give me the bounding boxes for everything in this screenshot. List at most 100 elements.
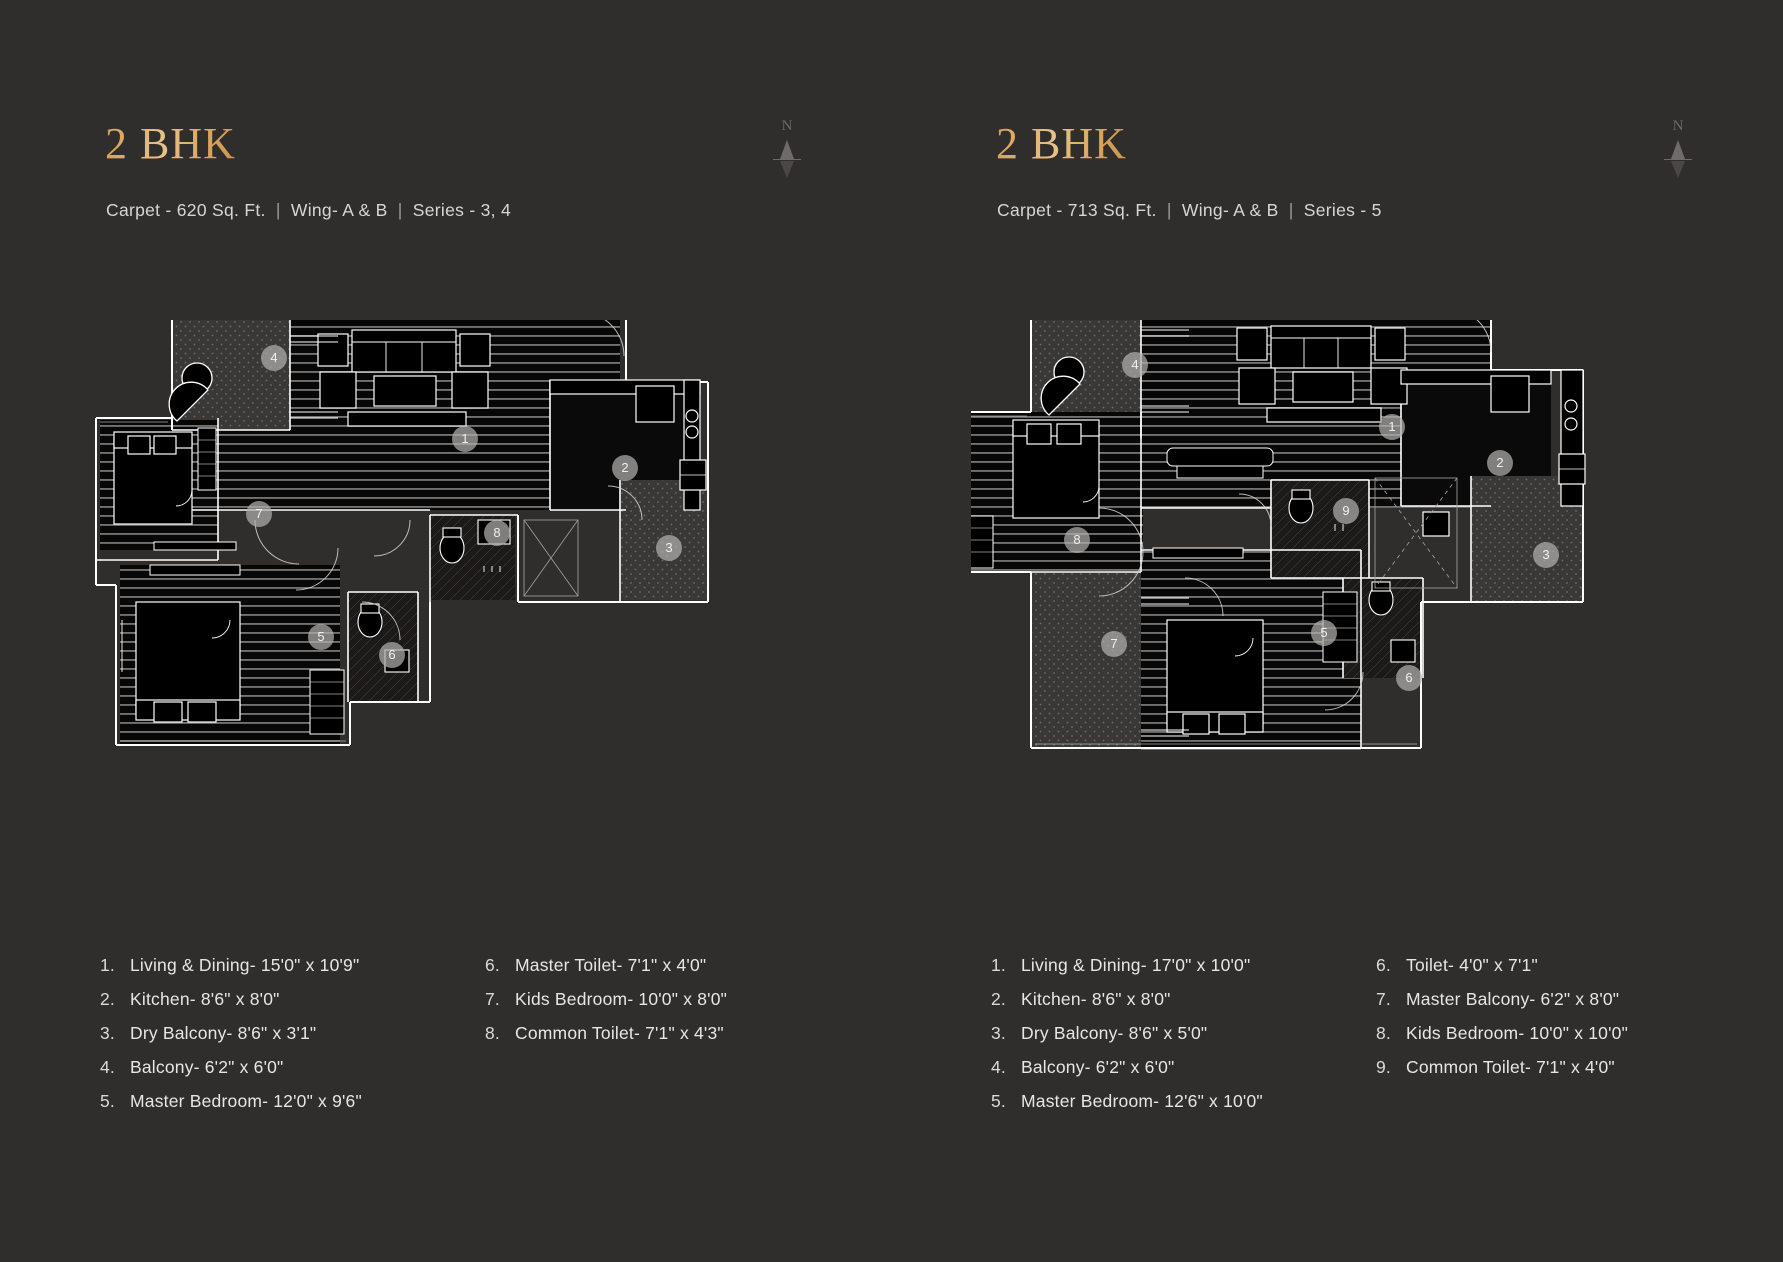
subtitle-separator: | — [397, 200, 403, 220]
room-number-marker: 2 — [612, 455, 638, 481]
legend-item-number: 5. — [100, 1091, 115, 1111]
legend-item: 6.Toilet- 4'0" x 7'1" — [1376, 955, 1746, 989]
room-number-marker: 6 — [379, 642, 405, 668]
legend-item-label: Kitchen- 8'6" x 8'0" — [1021, 989, 1171, 1009]
plan-subtitle-right: Carpet - 713 Sq. Ft. | Wing- A & B | Ser… — [997, 200, 1382, 221]
room-number-marker: 3 — [1533, 542, 1559, 568]
compass-bar-icon — [1664, 159, 1692, 160]
legend-column-2-right: 6.Toilet- 4'0" x 7'1"7. Master Balcony- 6… — [1376, 955, 1746, 1091]
compass-bar-icon — [773, 159, 801, 160]
room-number-marker: 8 — [484, 520, 510, 546]
page-title-left: 2 BHK — [105, 119, 236, 168]
north-compass-right: N — [1661, 118, 1695, 180]
legend-item-number: 4. — [991, 1057, 1006, 1077]
subtitle-separator: | — [1166, 200, 1172, 220]
room-number-marker: 4 — [261, 345, 287, 371]
room-number-marker: 5 — [1311, 620, 1337, 646]
legend-item-number: 7. — [1376, 989, 1391, 1009]
legend-item-number: 6. — [1376, 955, 1391, 975]
legend-item-label: Master Bedroom- 12'6" x 10'0" — [1021, 1091, 1263, 1111]
legend-item: 3.Dry Balcony- 8'6" x 3'1" — [100, 1023, 480, 1057]
north-compass-left: N — [770, 118, 804, 180]
legend-item: 3. Dry Balcony- 8'6" x 5'0" — [991, 1023, 1371, 1057]
legend-item: 2. Kitchen- 8'6" x 8'0" — [991, 989, 1371, 1023]
legend-item-number: 6. — [485, 955, 500, 975]
legend-column-1-left: 1. Living & Dining- 15'0" x 10'9" 2. Kitche… — [100, 955, 480, 1125]
room-number-marker: 1 — [452, 426, 478, 452]
room-number-marker: 5 — [308, 624, 334, 650]
room-number-marker: 2 — [1487, 450, 1513, 476]
legend-item: 5. Master Bedroom- 12'6" x 10'0" — [991, 1091, 1371, 1125]
legend-item-number: 3. — [100, 1023, 115, 1043]
legend-item-number: 5. — [991, 1091, 1006, 1111]
legend-item: 7. Kids Bedroom- 10'0" x 8'0" — [485, 989, 855, 1023]
wing-label-left: Wing- A & B — [290, 200, 388, 220]
room-number-marker: 8 — [1064, 527, 1090, 553]
wing-label-right: Wing- A & B — [1181, 200, 1279, 220]
legend-item: 4. Balcony- 6'2" x 6'0" — [991, 1057, 1371, 1091]
legend-item-number: 1. — [100, 955, 115, 975]
legend-item-number: 9. — [1376, 1057, 1391, 1077]
legend-column-1-right: 1. Living & Dining- 17'0" x 10'0" 2. Kitche… — [991, 955, 1371, 1125]
legend-item-label: Common Toilet- 7'1" x 4'0" — [1406, 1057, 1615, 1077]
legend-item-label: Living & Dining- 15'0" x 10'9" — [130, 955, 360, 975]
room-number-marker: 9 — [1333, 498, 1359, 524]
legend-item: 8. Common Toilet- 7'1" x 4'3" — [485, 1023, 855, 1057]
carpet-area-left: Carpet - 620 Sq. Ft. — [106, 200, 266, 220]
legend-item-number: 1. — [991, 955, 1006, 975]
compass-down-arrow-icon — [780, 161, 794, 178]
legend-item-number: 2. — [991, 989, 1006, 1009]
legend-item: 7. Master Balcony- 6'2" x 8'0" — [1376, 989, 1746, 1023]
legend-item-number: 8. — [1376, 1023, 1391, 1043]
legend-item-label: Master Toilet- 7'1" x 4'0" — [515, 955, 707, 975]
legend-item: 2. Kitchen- 8'6" x 8'0" — [100, 989, 480, 1023]
compass-up-arrow-icon — [1671, 140, 1685, 159]
legend-item-number: 2. — [100, 989, 115, 1009]
legend-item-label: Dry Balcony- 8'6" x 5'0" — [1021, 1023, 1208, 1043]
room-number-marker: 4 — [1122, 352, 1148, 378]
legend-item-label: Kitchen- 8'6" x 8'0" — [130, 989, 280, 1009]
room-number-marker: 7 — [246, 501, 272, 527]
compass-up-arrow-icon — [780, 140, 794, 159]
legend-item: 9. Common Toilet- 7'1" x 4'0" — [1376, 1057, 1746, 1091]
legend-item-label: Kids Bedroom- 10'0" x 8'0" — [515, 989, 728, 1009]
room-number-marker: 3 — [656, 535, 682, 561]
legend-item: 4. Balcony- 6'2" x 6'0" — [100, 1057, 480, 1091]
carpet-area-right: Carpet - 713 Sq. Ft. — [997, 200, 1157, 220]
legend-item-label: Balcony- 6'2" x 6'0" — [1021, 1057, 1175, 1077]
legend-item: 5. Master Bedroom- 12'0" x 9'6" — [100, 1091, 480, 1125]
legend-item: 1. Living & Dining- 17'0" x 10'0" — [991, 955, 1371, 989]
legend-column-2-left: 6. Master Toilet- 7'1" x 4'0" 7. Kids Bedro… — [485, 955, 855, 1057]
legend-item-label: Master Bedroom- 12'0" x 9'6" — [130, 1091, 362, 1111]
legend-item-label: Living & Dining- 17'0" x 10'0" — [1021, 955, 1251, 975]
subtitle-separator: | — [1288, 200, 1294, 220]
legend-item-number: 3. — [991, 1023, 1006, 1043]
series-label-right: Series - 5 — [1303, 200, 1382, 220]
room-number-marker: 7 — [1101, 631, 1127, 657]
room-number-marker: 6 — [1396, 665, 1422, 691]
floor-plan-svg-right — [962, 307, 1586, 750]
compass-down-arrow-icon — [1671, 161, 1685, 178]
north-label: N — [781, 118, 793, 134]
plan-panel-right: 2 BHK Carpet - 713 Sq. Ft. | Wing- A & B… — [891, 0, 1782, 1262]
legend-item: 6. Master Toilet- 7'1" x 4'0" — [485, 955, 855, 989]
legend-item-label: Common Toilet- 7'1" x 4'3" — [515, 1023, 724, 1043]
plan-subtitle-left: Carpet - 620 Sq. Ft. | Wing- A & B | Ser… — [106, 200, 511, 221]
floor-plan-svg-left — [95, 308, 710, 746]
legend-item-number: 4. — [100, 1057, 115, 1077]
subtitle-separator: | — [275, 200, 281, 220]
plan-panel-left: 2 BHK Carpet - 620 Sq. Ft. | Wing- A & B… — [0, 0, 891, 1262]
legend-item-label: Balcony- 6'2" x 6'0" — [130, 1057, 284, 1077]
legend-item-number: 7. — [485, 989, 500, 1009]
legend-item-number: 8. — [485, 1023, 500, 1043]
legend-item-label: Master Balcony- 6'2" x 8'0" — [1406, 989, 1620, 1009]
marker-layer-left: 1 2 3 4 5 6 7 8 — [80, 320, 820, 820]
page-title-right: 2 BHK — [996, 119, 1127, 168]
legend-item: 8.Kids Bedroom- 10'0" x 10'0" — [1376, 1023, 1746, 1057]
legend-item: 1. Living & Dining- 15'0" x 10'9" — [100, 955, 480, 989]
floor-plan-drawing-left: 1 2 3 4 5 6 7 8 — [80, 308, 820, 820]
north-label: N — [1672, 118, 1684, 134]
